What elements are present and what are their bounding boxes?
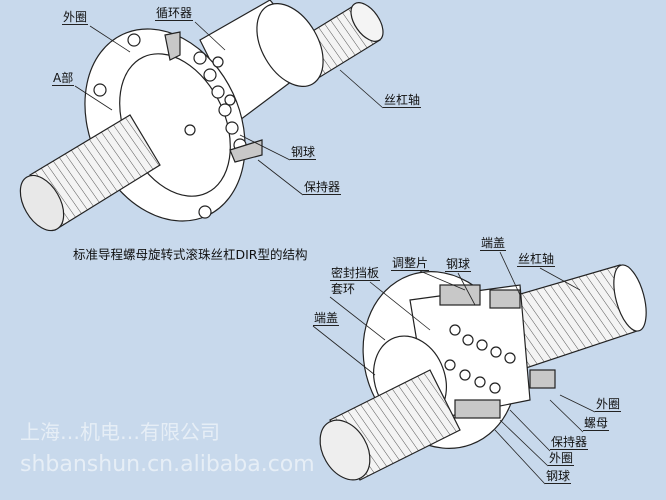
label-steel-ball-bottom: 钢球: [545, 469, 572, 484]
label-outer-ring: 外圈: [62, 10, 89, 25]
watermark-company: 上海…机电…有限公司: [20, 420, 220, 444]
label-screw-shaft: 丝杠轴: [383, 93, 422, 108]
label-collar: 套环: [331, 282, 356, 296]
label-end-cap-top: 端盖: [480, 236, 507, 251]
label-steel-ball: 钢球: [290, 145, 317, 160]
label-outer-ring-bottom: 外圈: [548, 451, 575, 466]
top-ball-screw: [19, 0, 384, 232]
label-retainer: 保持器: [303, 180, 342, 195]
watermark-url: shbanshun.cn.alibaba.com: [20, 452, 315, 477]
label-screw-shaft-bottom: 丝杠轴: [517, 252, 556, 267]
label-outer-ring-right: 外圈: [595, 397, 622, 412]
leader-lines: [74, 21, 596, 485]
label-circulator: 循环器: [155, 6, 194, 21]
label-retainer-bottom: 保持器: [550, 435, 589, 450]
label-end-cap-left: 端盖: [313, 311, 340, 326]
bottom-ball-screw: [319, 264, 647, 481]
label-nut: 螺母: [583, 416, 610, 431]
caption-top: 标准导程螺母旋转式滚珠丝杠DIR型的结构: [73, 247, 308, 262]
label-seal-plate: 密封挡板: [330, 266, 381, 281]
label-steel-ball-top: 钢球: [445, 257, 472, 272]
label-part-a: A部: [52, 71, 75, 86]
label-shim: 调整片: [391, 256, 430, 271]
